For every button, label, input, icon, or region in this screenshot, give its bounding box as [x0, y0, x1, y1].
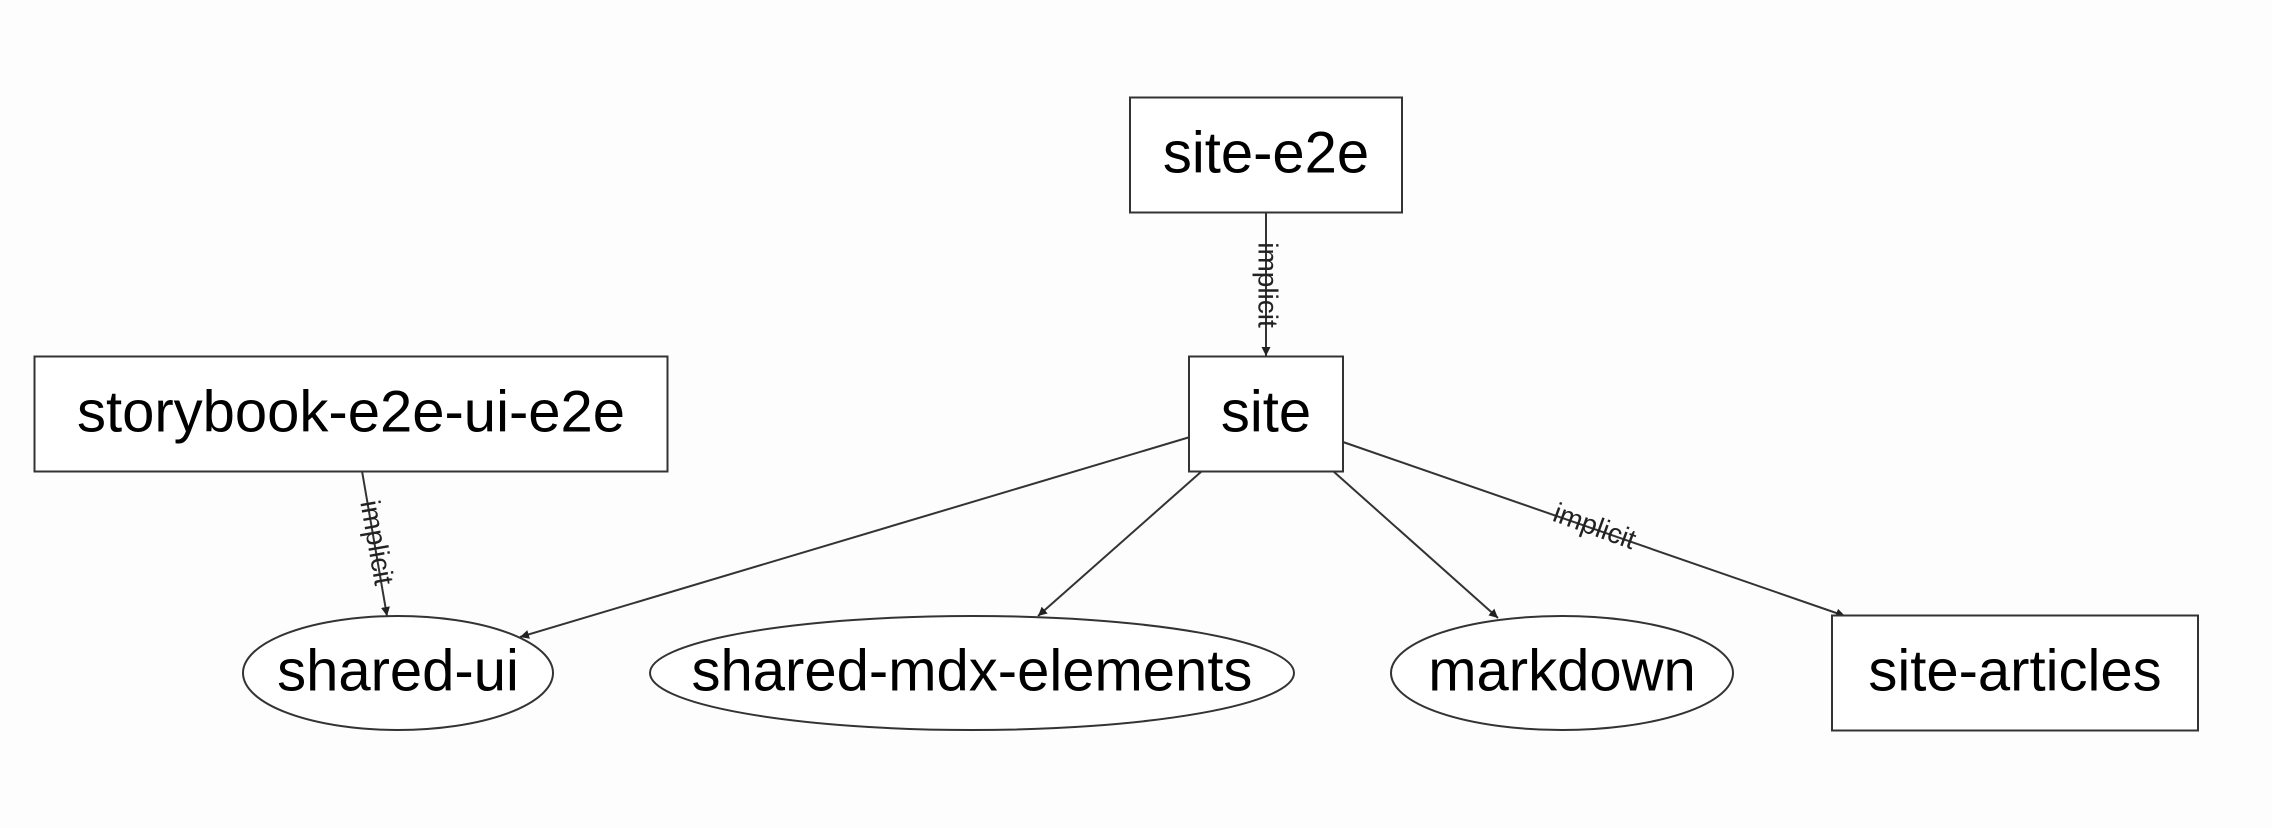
edge-label: implicit — [354, 498, 399, 588]
node-label: markdown — [1428, 638, 1696, 703]
edge-arrow — [361, 470, 390, 617]
edge-label: implicit — [1253, 242, 1284, 328]
edge-storybook-e2e-ui-e2e-to-shared-ui: implicit — [354, 470, 400, 617]
node-site[interactable]: site — [1188, 355, 1344, 473]
node-storybook-e2e-ui-e2e[interactable]: storybook-e2e-ui-e2e — [33, 355, 669, 473]
edge-arrow — [1342, 441, 1846, 618]
nodes-layer: site-e2e site storybook-e2e-ui-e2e shared-u… — [33, 96, 2199, 732]
node-box[interactable] — [33, 355, 669, 473]
node-shared-ui[interactable]: shared-ui — [242, 615, 554, 731]
edge-arrow — [519, 436, 1191, 639]
edge-arrow — [1037, 470, 1203, 617]
edge-site-to-site-articles: implicit — [1342, 441, 1846, 618]
node-site-articles[interactable]: site-articles — [1831, 614, 2199, 732]
edge-site-to-markdown — [1332, 470, 1499, 619]
edge-label: implicit — [1549, 497, 1640, 555]
node-ellipse[interactable] — [242, 615, 554, 731]
node-markdown[interactable]: markdown — [1390, 615, 1734, 731]
node-box[interactable] — [1831, 614, 2199, 732]
edge-site-to-shared-mdx-elements — [1037, 470, 1203, 617]
node-site-e2e[interactable]: site-e2e — [1129, 96, 1403, 214]
node-label: site-e2e — [1163, 120, 1369, 185]
edge-site-e2e-to-site: implicit — [1253, 213, 1284, 356]
node-box[interactable] — [1129, 96, 1403, 214]
edge-arrow — [1332, 470, 1499, 619]
node-label: shared-mdx-elements — [692, 638, 1253, 703]
node-shared-mdx-elements[interactable]: shared-mdx-elements — [649, 615, 1295, 731]
node-label: storybook-e2e-ui-e2e — [77, 379, 625, 444]
node-label: site-articles — [1868, 638, 2161, 703]
edge-site-to-shared-ui — [519, 436, 1191, 639]
node-ellipse[interactable] — [1390, 615, 1734, 731]
node-label: site — [1221, 379, 1311, 444]
node-box[interactable] — [1188, 355, 1344, 473]
node-ellipse[interactable] — [649, 615, 1295, 731]
node-label: shared-ui — [277, 638, 519, 703]
